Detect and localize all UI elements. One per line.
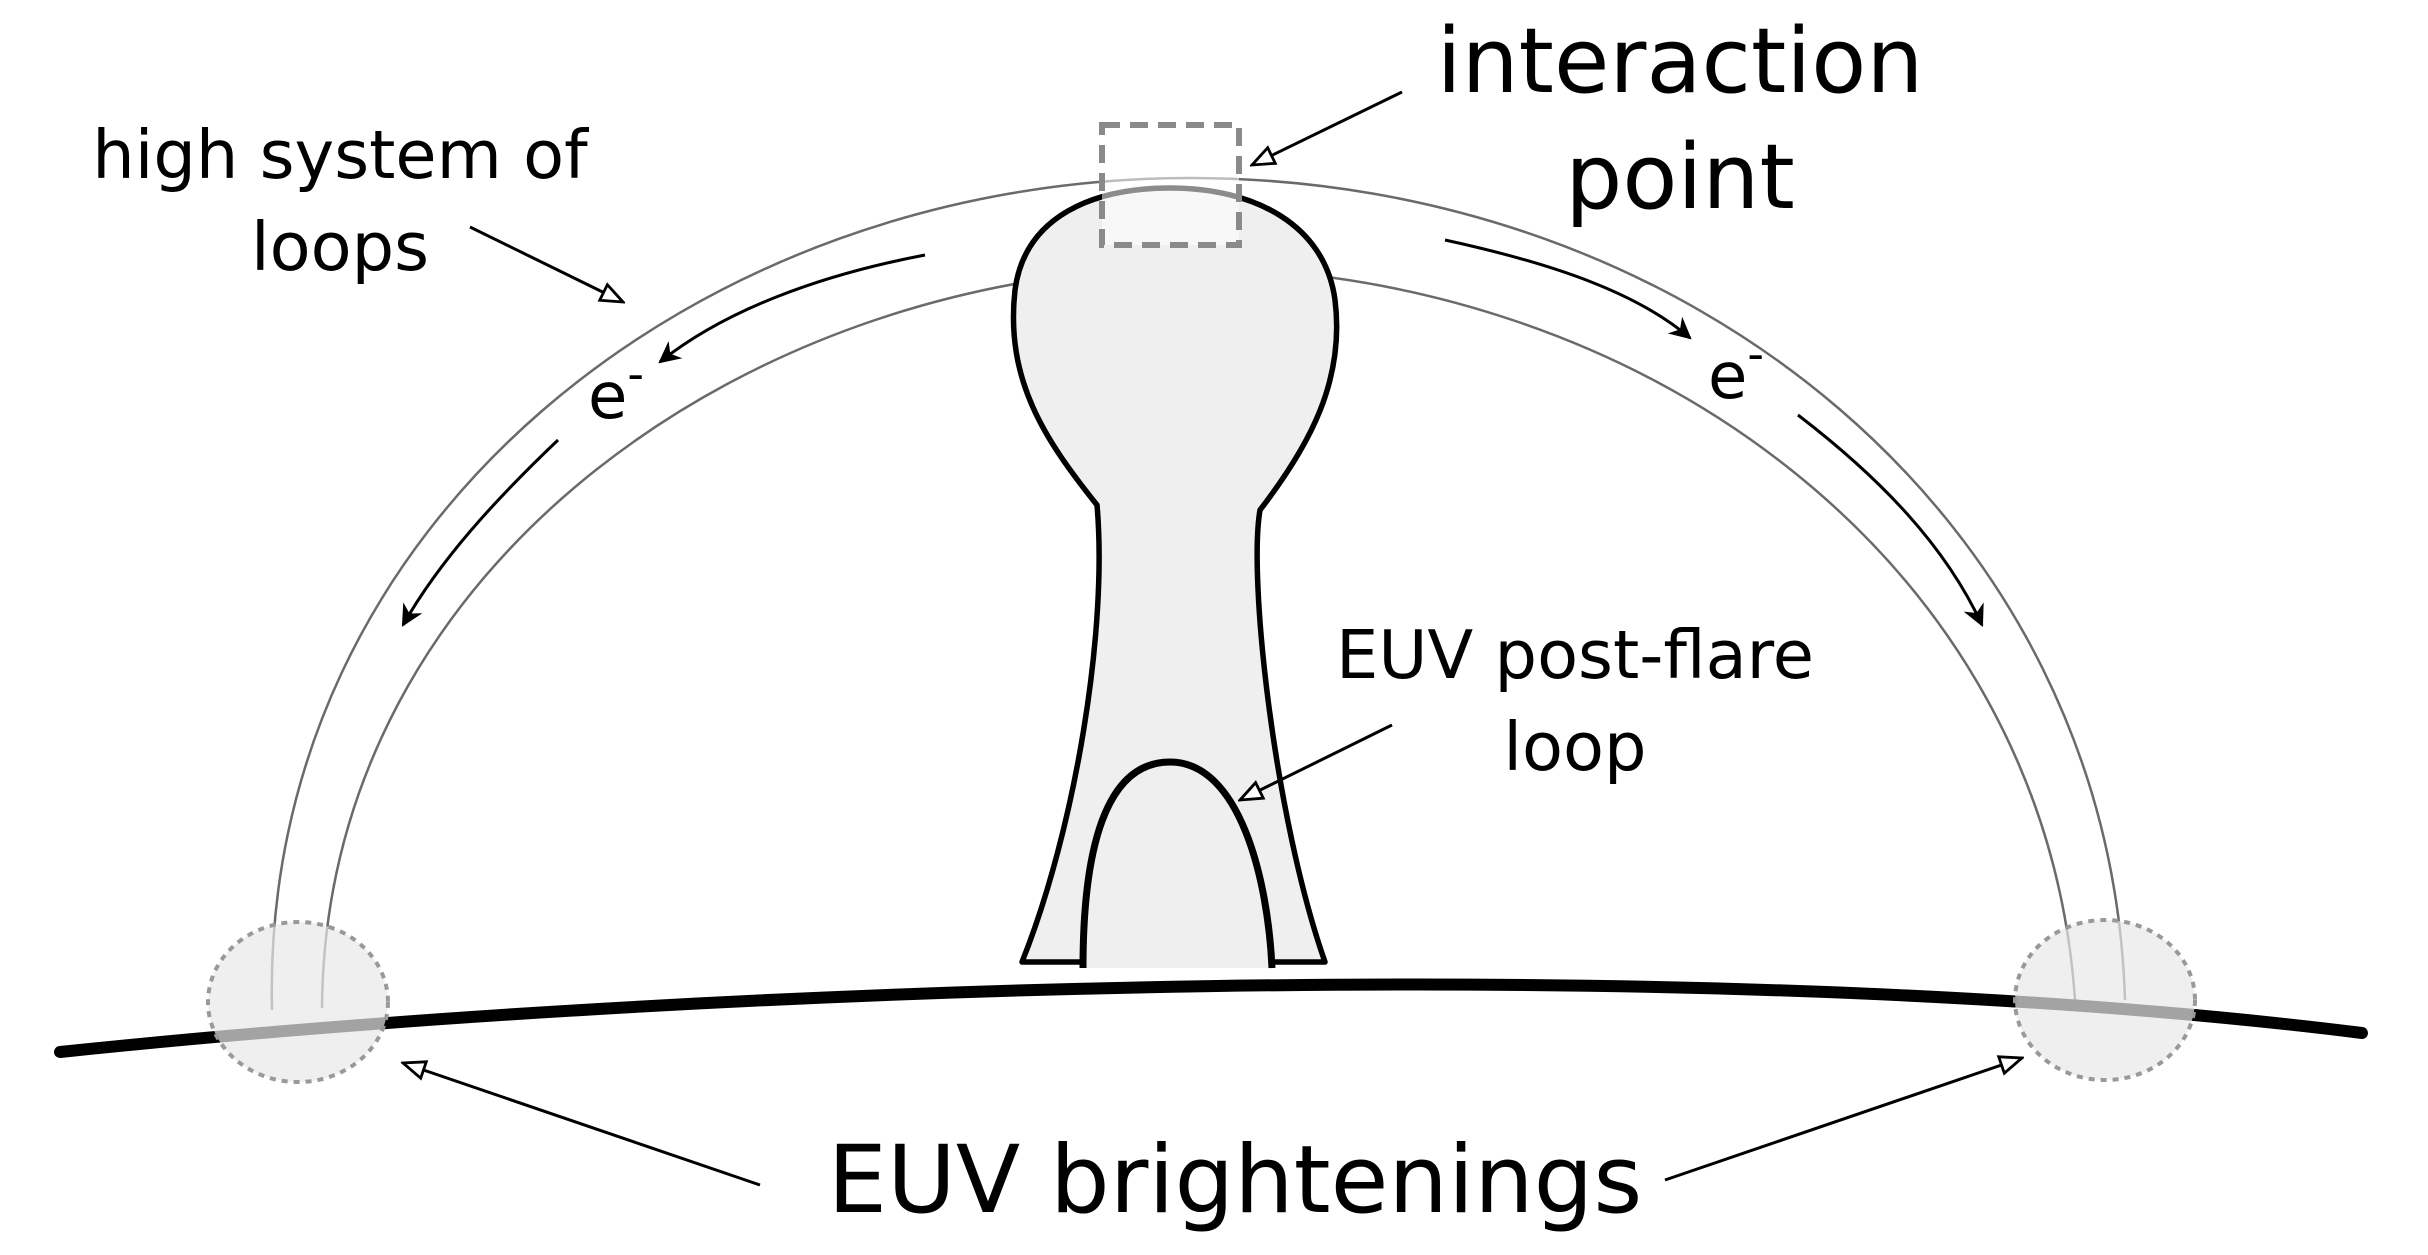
label-brightenings: EUV brightenings xyxy=(828,1126,1643,1235)
label-electron-left: e- xyxy=(588,347,644,434)
pointer-high-loops xyxy=(469,225,623,302)
electron-left-symbol: e xyxy=(588,360,627,434)
label-interaction-point-line1: interaction xyxy=(1437,9,1924,114)
brightening-left xyxy=(206,920,390,1084)
pointer-interaction-point xyxy=(1252,90,1403,165)
label-high-loops-line2: loops xyxy=(251,208,429,286)
electron-arrow-right-lower xyxy=(1797,413,1984,627)
electron-arrow-right-upper xyxy=(1444,238,1692,340)
pointer-brightening-right xyxy=(1664,1058,2022,1182)
electron-right-symbol: e xyxy=(1708,340,1747,414)
electron-arrow-left-lower xyxy=(401,438,560,627)
pointer-brightening-left xyxy=(403,1063,761,1187)
label-electron-right: e- xyxy=(1708,327,1764,414)
label-post-flare-line1: EUV post-flare xyxy=(1336,616,1814,694)
interaction-point-box xyxy=(1099,122,1242,248)
electron-left-sup: - xyxy=(627,347,644,401)
label-interaction-point-line2: point xyxy=(1565,125,1795,230)
label-post-flare-line2: loop xyxy=(1503,708,1646,786)
electron-arrow-left-upper xyxy=(658,253,926,364)
post-flare-loop xyxy=(1079,758,1276,969)
brightening-right xyxy=(2013,918,2197,1082)
electron-right-sup: - xyxy=(1747,327,1764,381)
pointer-post-flare-loop xyxy=(1240,723,1393,800)
label-high-loops-line1: high system of xyxy=(92,116,589,194)
